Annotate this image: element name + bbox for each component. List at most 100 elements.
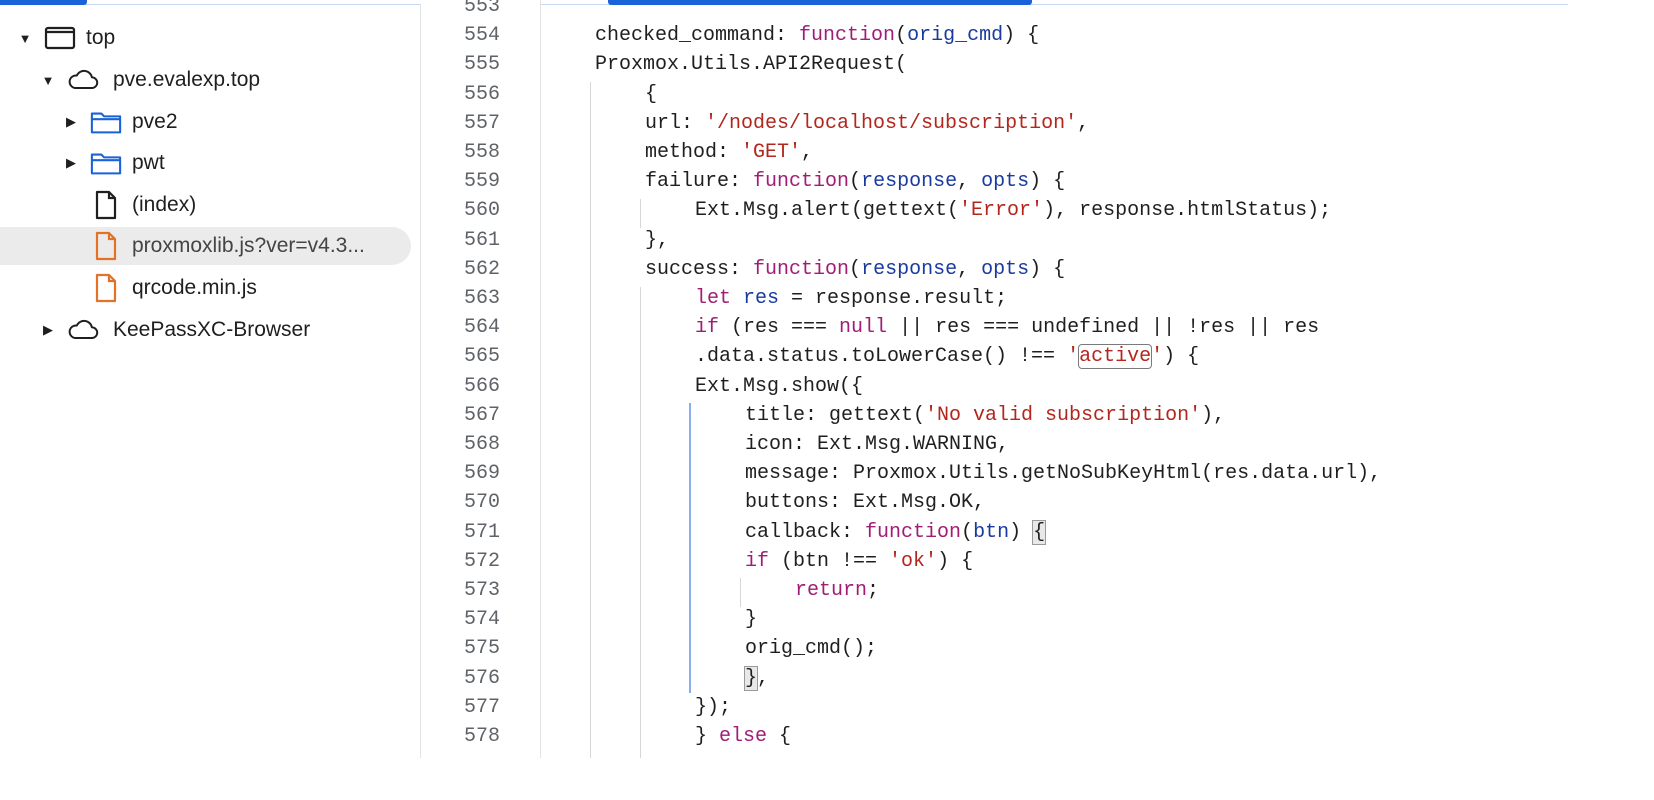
line-number[interactable]: 556 [463,82,500,106]
code-line[interactable]: success: function(response, opts) { [645,255,1065,284]
line-number[interactable]: 555 [463,53,500,77]
editor-scroll-indicator [608,0,1032,5]
code-line[interactable]: let res = response.result; [695,284,1007,313]
code-line[interactable] [595,0,619,21]
line-number[interactable]: 572 [463,549,500,573]
tree-item-label: proxmoxlib.js?ver=v4.3... [132,234,365,257]
code-token: Ext.Msg.alert(gettext( [695,199,960,223]
tree-item-qrcode-min-js[interactable]: qrcode.min.js [90,269,257,307]
tree-item-proxmoxlib-js[interactable]: proxmoxlib.js?ver=v4.3... [0,227,411,265]
code-line[interactable]: } else { [695,722,791,751]
tree-item-label: (index) [132,193,197,216]
code-token: btn [973,520,1010,544]
code-token: url: [645,111,706,135]
tree-item-index[interactable]: (index) [90,186,196,224]
line-number[interactable]: 565 [463,345,500,369]
code-line[interactable]: }); [695,693,731,722]
code-line[interactable]: Ext.Msg.show({ [695,372,863,401]
code-token: , [757,666,770,690]
line-number[interactable]: 559 [463,170,500,194]
code-line[interactable]: }, [743,664,770,693]
line-number[interactable]: 577 [463,695,500,719]
code-token: title: gettext( [745,403,926,427]
code-line[interactable]: if (btn !== 'ok') { [745,547,973,576]
code-token [731,287,743,310]
code-token: , [1077,111,1090,135]
line-number[interactable]: 554 [463,24,500,48]
tree-item-label: KeePassXC-Browser [113,318,311,341]
tree-item-pwt[interactable]: ▶ pwt [64,144,165,182]
code-editor[interactable]: checked_command: function(orig_cmd) {Pro… [541,0,1568,758]
line-number[interactable]: 568 [463,433,500,456]
line-number[interactable]: 570 [463,491,500,515]
caret-right-icon[interactable]: ▶ [66,114,76,129]
code-line[interactable]: } [745,605,757,634]
line-number[interactable]: 563 [463,287,500,310]
line-number[interactable]: 562 [463,257,500,281]
code-token: ( [961,520,974,544]
code-line[interactable]: if (res === null || res === undefined ||… [695,313,1319,342]
line-number[interactable]: 578 [463,725,500,748]
code-line[interactable]: buttons: Ext.Msg.OK, [745,488,985,517]
tree-item-keepassxc-browser[interactable]: ▶ KeePassXC-Browser [41,311,310,349]
line-number-gutter[interactable]: 553 554 555 556 557 558 559 560 561 562 563 564 565 5… [421,0,541,758]
line-number[interactable]: 571 [463,520,500,544]
code-token: (btn !== [769,549,890,573]
line-number[interactable]: 553 [463,0,500,18]
line-number[interactable]: 576 [463,666,500,690]
line-number[interactable]: 567 [463,403,500,427]
code-token: ( [895,24,908,48]
code-token: , [957,257,982,281]
line-number[interactable]: 561 [463,228,500,252]
code-token: function [753,170,850,194]
tree-item-label: pve2 [132,110,178,133]
code-line[interactable]: Proxmox.Utils.API2Request( [595,50,907,79]
line-number[interactable]: 573 [463,579,500,602]
tree-item-pve-evalexp-top[interactable]: ▼ pve.evalexp.top [41,61,261,99]
code-line[interactable]: orig_cmd(); [745,634,877,663]
code-line[interactable]: { [645,80,657,109]
caret-down-icon[interactable]: ▼ [41,72,55,88]
code-token: buttons: Ext.Msg.OK, [745,491,986,515]
line-number[interactable]: 558 [463,141,500,164]
code-token: }); [695,695,732,719]
line-number[interactable]: 575 [463,637,500,661]
code-line[interactable]: checked_command: function(orig_cmd) { [595,21,1039,50]
code-line[interactable]: Ext.Msg.alert(gettext('Error'), response… [695,196,1331,225]
code-line[interactable]: failure: function(response, opts) { [645,167,1065,196]
code-token: '/nodes/localhost/subscription' [705,111,1078,135]
line-number[interactable]: 574 [463,608,500,632]
code-token: let [695,287,732,310]
frame-icon [44,25,76,51]
code-line[interactable]: }, [645,226,669,255]
code-token: if [695,316,720,340]
code-line[interactable]: method: 'GET', [645,138,813,167]
code-token: failure: [645,170,754,194]
script-file-icon [90,231,122,261]
line-number[interactable]: 560 [463,199,500,223]
code-line[interactable]: message: Proxmox.Utils.getNoSubKeyHtml(r… [745,459,1381,488]
tree-item-pve2[interactable]: ▶ pve2 [64,103,178,141]
code-line[interactable]: url: '/nodes/localhost/subscription', [645,109,1089,138]
line-number[interactable]: 564 [463,316,500,340]
caret-right-icon[interactable]: ▶ [43,322,53,337]
caret-down-icon[interactable]: ▼ [18,30,32,46]
code-token: response [861,170,958,194]
code-token: ), [1201,403,1226,427]
indent-guide [640,287,641,758]
code-line[interactable]: .data.status.toLowerCase() !== 'active')… [695,342,1199,371]
code-line[interactable]: callback: function(btn) { [745,518,1047,547]
tree-item-label: pve.evalexp.top [113,68,261,91]
line-number[interactable]: 566 [463,374,500,398]
code-line[interactable]: icon: Ext.Msg.WARNING, [745,430,1009,459]
document-icon [90,190,122,220]
tree-item-top[interactable]: ▼ top [18,19,115,57]
code-token: ) { [937,549,974,573]
caret-right-icon[interactable]: ▶ [66,155,76,170]
line-number[interactable]: 557 [463,111,500,135]
code-token: } [743,665,759,691]
line-number[interactable]: 569 [463,462,500,486]
code-line[interactable]: title: gettext('No valid subscription'), [745,401,1225,430]
code-token: { [1032,519,1047,545]
code-line[interactable]: return; [795,576,879,605]
